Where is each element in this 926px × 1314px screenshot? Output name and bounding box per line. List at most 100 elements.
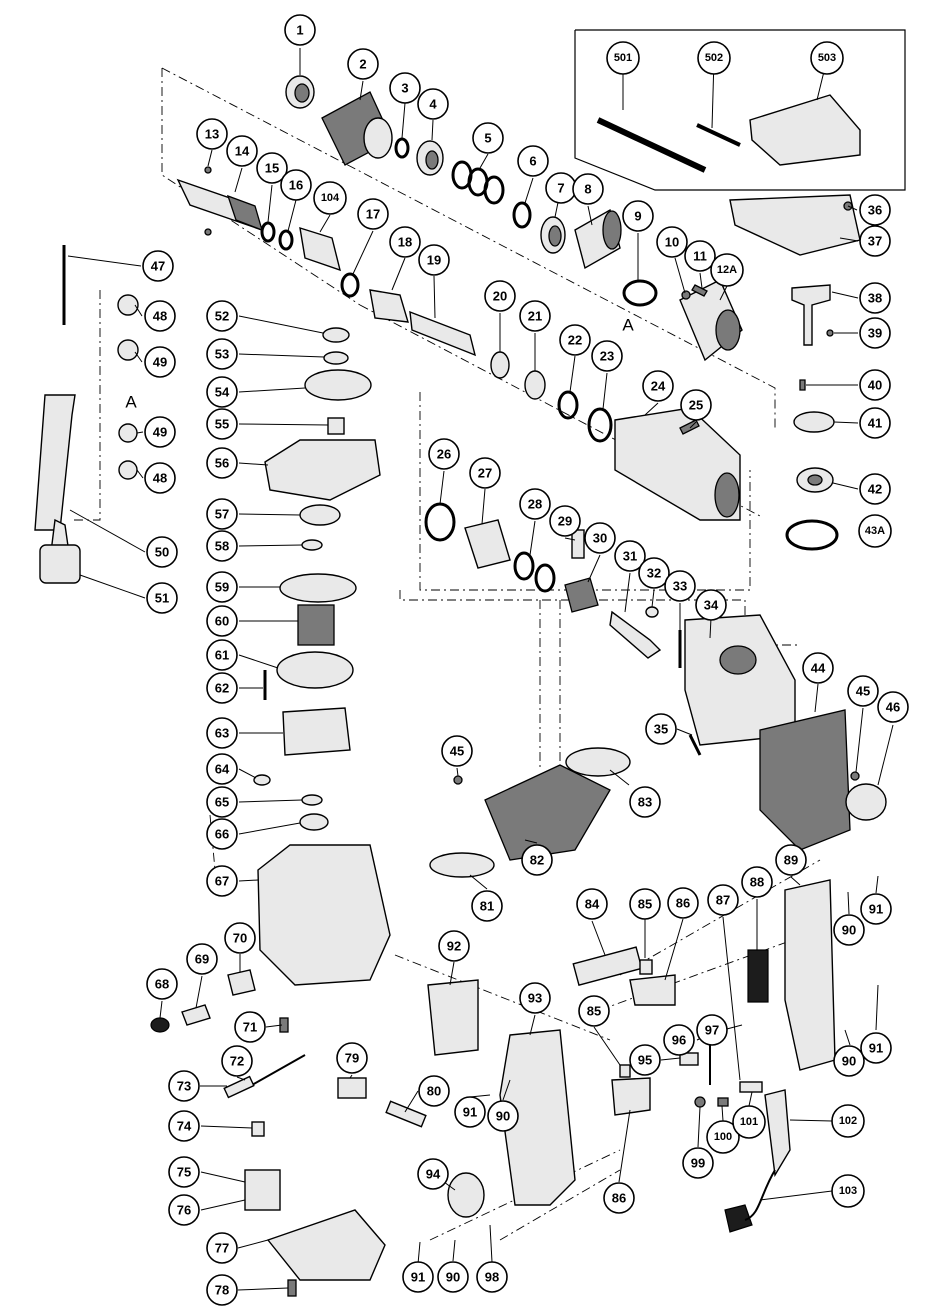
callout-circle: [206, 300, 238, 332]
piston-part: [464, 519, 511, 569]
callout-15: 15: [256, 152, 288, 184]
hex-bar-wrench-part: [696, 123, 741, 147]
callout-10: 10: [656, 226, 688, 258]
callout-circle: [206, 786, 238, 818]
callout-circle: [280, 169, 312, 201]
callout-number: 73: [177, 1079, 191, 1094]
callout-number: 86: [676, 896, 690, 911]
callout-number: 91: [869, 1041, 883, 1056]
o-ring-part: [534, 563, 556, 593]
callout-90: 90: [437, 1261, 469, 1293]
callout-circle: [196, 118, 228, 150]
callout-circle: [603, 1182, 635, 1214]
callout-number: 11: [693, 249, 707, 264]
callout-58: 58: [206, 530, 238, 562]
callout-number: 6: [529, 154, 536, 169]
callout-circle: [831, 1104, 865, 1138]
callout-56: 56: [206, 447, 238, 479]
callout-94: 94: [417, 1158, 449, 1190]
callout-95: 95: [629, 1044, 661, 1076]
callout-circle: [859, 194, 891, 226]
callout-90: 90: [833, 914, 865, 946]
callout-number: 17: [366, 207, 380, 222]
callout-number: 47: [151, 259, 165, 274]
callout-circle: [629, 1044, 661, 1076]
callout-91: 91: [860, 1032, 892, 1064]
spring-part: [451, 160, 505, 205]
tail-cover-part: [266, 1209, 386, 1281]
callout-number: 57: [215, 507, 229, 522]
callout-32: 32: [638, 557, 670, 589]
crank-cover-part: [484, 764, 611, 861]
callout-number: 31: [623, 549, 637, 564]
callout-number: 49: [153, 425, 167, 440]
callout-61: 61: [206, 639, 238, 671]
callout-50: 50: [146, 536, 178, 568]
callout-circle: [591, 340, 623, 372]
callout-number: 80: [427, 1084, 441, 1099]
callout-circle: [357, 198, 389, 230]
callout-circle: [389, 226, 421, 258]
callout-circle: [441, 735, 473, 767]
callout-72: 72: [221, 1045, 253, 1077]
ring-part: [557, 390, 579, 420]
bull-point-part: [596, 117, 707, 173]
callout-circle: [206, 530, 238, 562]
washer-part: [301, 539, 323, 551]
callout-circle: [471, 890, 503, 922]
callout-number: 59: [215, 580, 229, 595]
armature-part: [297, 604, 335, 646]
callout-82: 82: [521, 844, 553, 876]
callout-circle: [418, 244, 450, 276]
callout-number: 86: [612, 1191, 626, 1206]
callout-circle: [732, 1105, 766, 1139]
callout-circle: [168, 1156, 200, 1188]
callout-number: 88: [750, 875, 764, 890]
callout-number: 104: [321, 192, 340, 204]
callout-circle: [831, 1174, 865, 1208]
callout-number: 45: [856, 684, 870, 699]
callout-16: 16: [280, 169, 312, 201]
callout-41: 41: [859, 407, 891, 439]
screw-part: [619, 1064, 631, 1078]
callout-number: 103: [839, 1185, 857, 1197]
callout-number: 503: [818, 52, 836, 64]
callout-number: 91: [869, 902, 883, 917]
callout-circle: [484, 280, 516, 312]
retainer-cap-part: [285, 75, 315, 109]
callout-number: 64: [215, 762, 230, 777]
callout-circle: [697, 41, 731, 75]
callout-circle: [680, 389, 712, 421]
callout-501: 501: [606, 41, 640, 75]
ball-part: [204, 166, 212, 174]
callout-51: 51: [146, 582, 178, 614]
callout-number: 23: [600, 349, 614, 364]
callout-number: 78: [215, 1283, 229, 1298]
callout-circle: [313, 181, 347, 215]
o-ring-part: [587, 407, 613, 443]
callout-71: 71: [234, 1011, 266, 1043]
o-ring-part: [260, 221, 276, 243]
side-handle-part: [34, 245, 81, 584]
callout-number: 85: [587, 1004, 601, 1019]
o-ring-part: [513, 551, 535, 581]
callout-55: 55: [206, 408, 238, 440]
callout-circle: [519, 300, 551, 332]
callout-number: 9: [634, 209, 641, 224]
gear-part: [304, 369, 372, 401]
callout-14: 14: [226, 135, 258, 167]
callout-62: 62: [206, 672, 238, 704]
callout-circle: [206, 571, 238, 603]
callout-number: 102: [839, 1115, 857, 1127]
callout-circle: [629, 786, 661, 818]
callout-11: 11: [684, 240, 716, 272]
callout-number: 62: [215, 681, 229, 696]
callout-circle: [389, 72, 421, 104]
ring-part: [512, 201, 532, 229]
callout-number: 45: [450, 744, 464, 759]
callout-circle: [606, 41, 640, 75]
ring-part: [524, 370, 546, 400]
cord-armor-part: [764, 1089, 791, 1178]
callout-69: 69: [186, 943, 218, 975]
cylinder-case-part: [614, 407, 741, 521]
